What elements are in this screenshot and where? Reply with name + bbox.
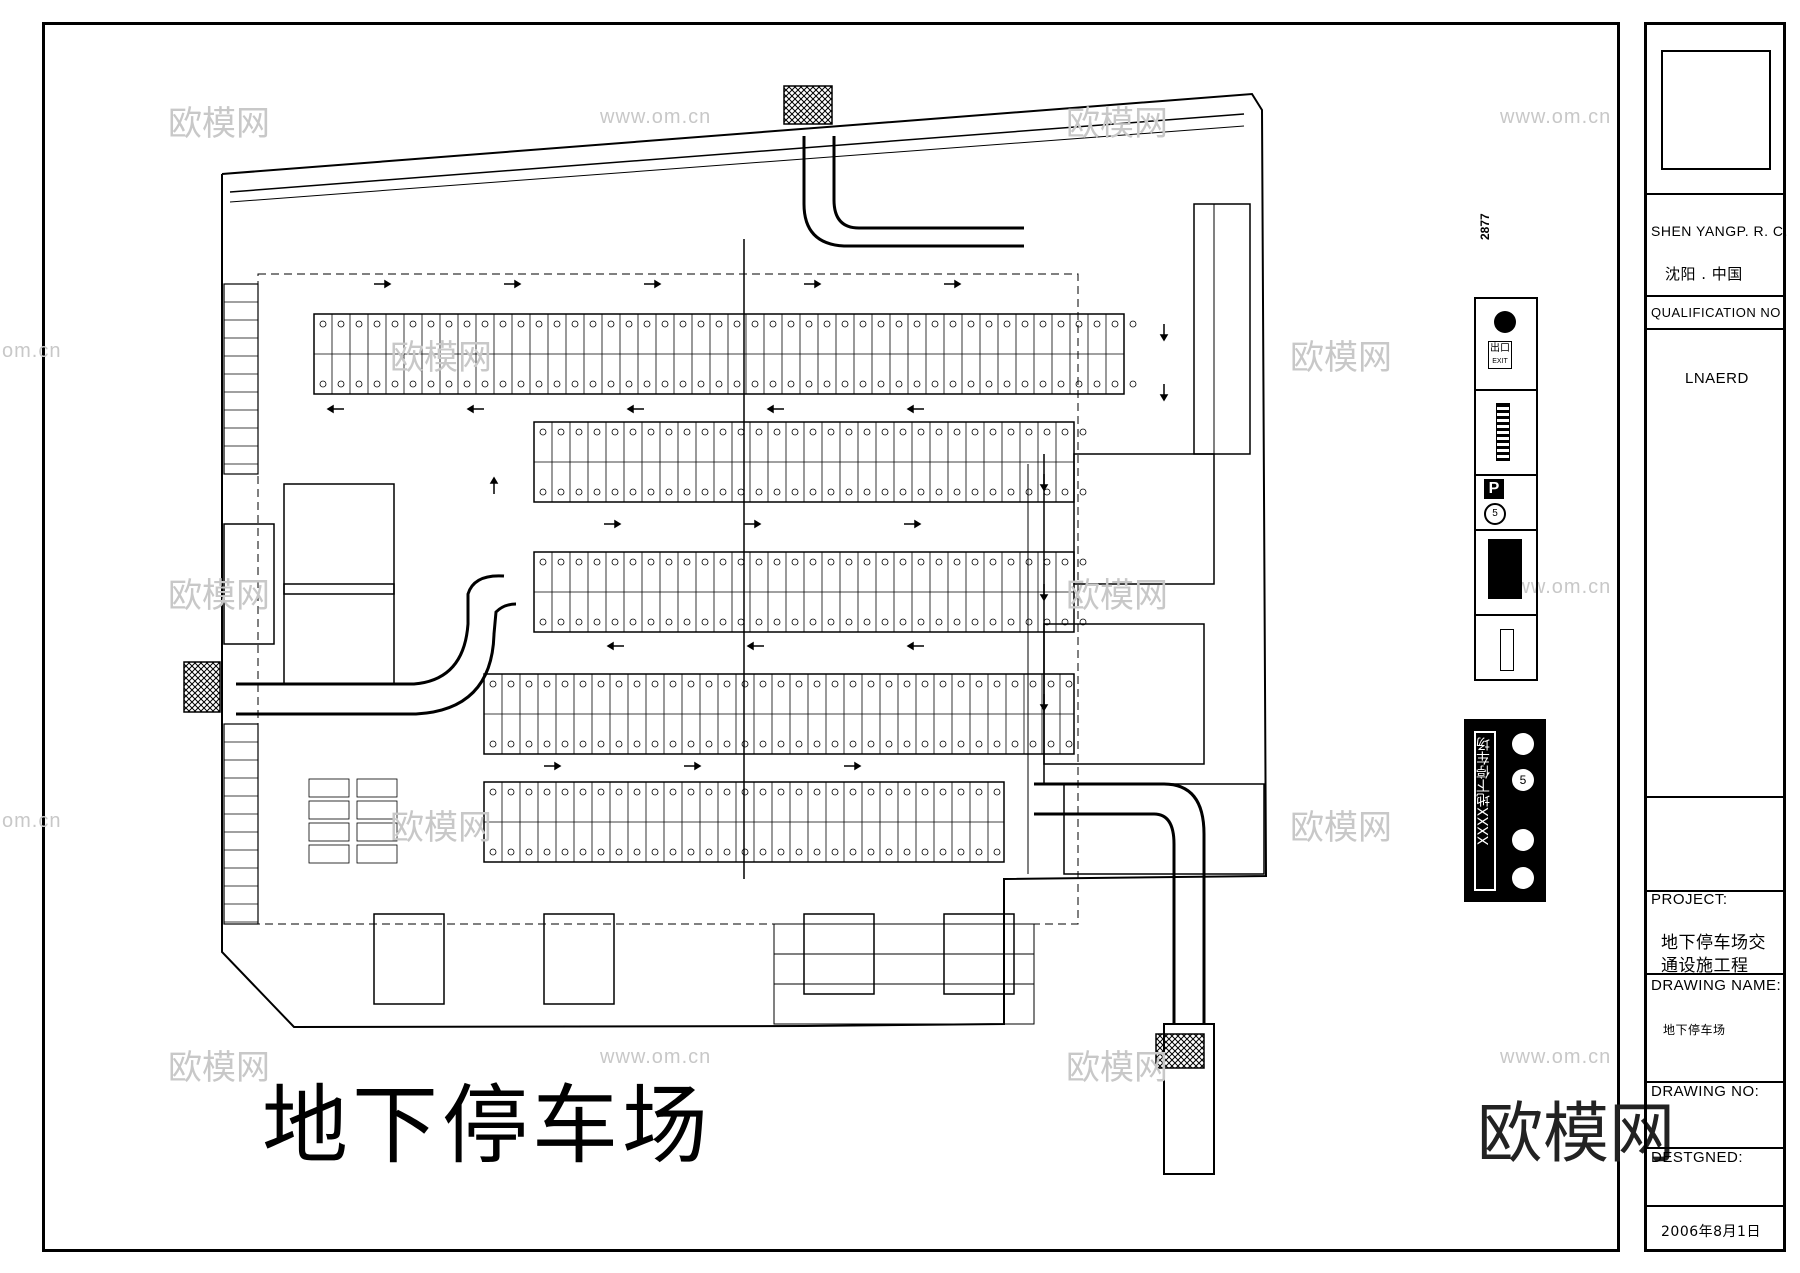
direction-arrow xyxy=(544,761,562,771)
direction-arrow xyxy=(1039,694,1049,712)
exit-sign: 出口 EXIT xyxy=(1488,341,1512,369)
watermark-url-3: om.cn xyxy=(2,340,62,362)
watermark-5: 欧模网 xyxy=(168,576,270,616)
direction-sign-icon xyxy=(1488,539,1522,599)
exit-sign-en: EXIT xyxy=(1492,358,1508,365)
parking-sign-board: XXXX地下停车场 5 xyxy=(1464,719,1546,902)
direction-arrow xyxy=(944,279,962,289)
direction-arrow xyxy=(744,519,762,529)
side-bays xyxy=(223,283,259,475)
direction-arrow xyxy=(1039,584,1049,602)
watermark-url-6: www.om.cn xyxy=(600,1046,712,1068)
drawing-frame xyxy=(42,22,1620,1252)
location-en: SHEN YANGP. R. C. xyxy=(1651,223,1788,239)
direction-arrow xyxy=(1159,324,1169,342)
title-block: SHEN YANGP. R. C. 沈阳 . 中国 QUALIFICATION … xyxy=(1644,22,1788,1252)
speed-limit-sign: 5 xyxy=(1484,503,1506,525)
sign-icon-1 xyxy=(1512,733,1534,755)
parking-row xyxy=(533,551,1087,633)
direction-arrow xyxy=(644,279,662,289)
location-cn: 沈阳 . 中国 xyxy=(1665,265,1743,283)
direction-arrow xyxy=(906,641,924,651)
direction-arrow xyxy=(684,761,702,771)
info-icon xyxy=(1494,311,1516,333)
direction-arrow xyxy=(504,279,522,289)
north-label: 2877 xyxy=(1478,213,1492,240)
direction-arrow xyxy=(1039,474,1049,492)
watermark-4: 欧模网 xyxy=(1290,338,1392,378)
speed-bump-icon xyxy=(1496,403,1510,461)
watermark-1: 欧模网 xyxy=(168,104,270,144)
qualification-label: QUALIFICATION NO xyxy=(1651,305,1781,320)
exit-sign-cn: 出口 xyxy=(1490,343,1510,354)
sign-icon-3 xyxy=(1512,829,1534,851)
watermark-url-2: www.om.cn xyxy=(1500,106,1612,128)
watermark-6: 欧模网 xyxy=(1066,576,1168,616)
qualification-value: LNAERD xyxy=(1685,370,1749,387)
direction-arrow xyxy=(746,641,764,651)
direction-arrow xyxy=(904,519,922,529)
direction-arrow xyxy=(604,519,622,529)
watermark-2: 欧模网 xyxy=(1066,104,1168,144)
direction-arrow xyxy=(326,404,344,414)
direction-arrow xyxy=(489,476,499,494)
watermark-10: 欧模网 xyxy=(1066,1048,1168,1088)
drawing-no-label: DRAWING NO: xyxy=(1651,1083,1760,1100)
watermark-url-4: www.om.cn xyxy=(1500,576,1612,598)
watermark-url-1: www.om.cn xyxy=(600,106,712,128)
building-outline xyxy=(221,92,1268,1029)
project-label: PROJECT: xyxy=(1651,891,1728,908)
drawing-name-label: DRAWING NAME: xyxy=(1651,977,1782,994)
watermark-3: 欧模网 xyxy=(390,338,492,378)
direction-arrow xyxy=(844,761,862,771)
watermark-8: 欧模网 xyxy=(1290,808,1392,848)
drawing-date: 2006年8月1日 xyxy=(1661,1224,1761,1240)
bay-block xyxy=(308,778,398,864)
sign-speed-icon: 5 xyxy=(1512,769,1534,791)
sign-icon-4 xyxy=(1512,867,1534,889)
watermark-url-7: www.om.cn xyxy=(1500,1046,1612,1068)
column-sign-icon xyxy=(1500,629,1514,671)
parking-sign: P xyxy=(1484,479,1504,499)
direction-arrow xyxy=(766,404,784,414)
project-line-1: 地下停车场交 xyxy=(1661,933,1766,953)
direction-arrow xyxy=(626,404,644,414)
direction-arrow xyxy=(374,279,392,289)
side-bays xyxy=(223,723,259,925)
watermark-url-5: om.cn xyxy=(2,810,62,832)
watermark-9: 欧模网 xyxy=(168,1048,270,1088)
sign-board-text: XXXX地下停车场 xyxy=(1476,737,1492,846)
direction-arrow xyxy=(804,279,822,289)
parking-row xyxy=(533,421,1087,503)
direction-arrow xyxy=(606,641,624,651)
watermark-logo: 欧模网 xyxy=(1477,1095,1675,1172)
sign-legend: 出口 EXIT P 5 xyxy=(1474,297,1538,681)
direction-arrow xyxy=(906,404,924,414)
designed-label: DESTGNED: xyxy=(1651,1149,1744,1166)
parking-row xyxy=(483,673,1075,755)
drawing-main-title: 地下停车场 xyxy=(262,1076,712,1176)
watermark-7: 欧模网 xyxy=(390,808,492,848)
floor-plan xyxy=(183,85,1268,1175)
direction-arrow xyxy=(1159,384,1169,402)
logo-box xyxy=(1661,50,1771,170)
parking-row xyxy=(313,313,1137,395)
parking-row xyxy=(483,781,1005,863)
drawing-name-value: 地下停车场 xyxy=(1663,1023,1726,1037)
project-line-2: 通设施工程 xyxy=(1661,956,1749,976)
direction-arrow xyxy=(466,404,484,414)
